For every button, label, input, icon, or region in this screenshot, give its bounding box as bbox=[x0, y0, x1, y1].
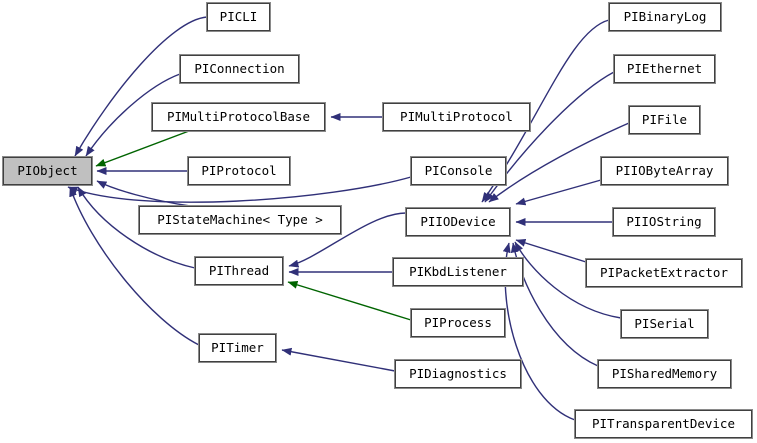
class-node-label: PIProtocol bbox=[201, 162, 277, 178]
class-node-piprocess[interactable]: PIProcess bbox=[410, 308, 506, 338]
inheritance-edge-pistatemachine-to-piobject bbox=[96, 180, 191, 207]
class-node-piconsole[interactable]: PIConsole bbox=[410, 156, 507, 186]
class-node-piprotocol[interactable]: PIProtocol bbox=[187, 156, 291, 186]
class-node-label: PIConsole bbox=[424, 162, 493, 178]
class-node-pikbdlistener[interactable]: PIKbdListener bbox=[392, 257, 524, 287]
inheritance-edge-piiodevice-to-pithread bbox=[288, 212, 407, 268]
class-node-pisharedmemory[interactable]: PISharedMemory bbox=[597, 359, 732, 389]
class-node-pipacketextractor[interactable]: PIPacketExtractor bbox=[585, 258, 743, 288]
class-node-piiobytearray[interactable]: PIIOByteArray bbox=[600, 156, 729, 186]
class-node-label: PIEthernet bbox=[626, 60, 703, 76]
class-node-label: PISerial bbox=[634, 315, 695, 331]
class-node-label: PIIOByteArray bbox=[615, 162, 714, 178]
class-node-piconnection[interactable]: PIConnection bbox=[179, 54, 300, 84]
class-node-piserial[interactable]: PISerial bbox=[620, 309, 709, 339]
inheritance-edge-pimultiprotocolbase-to-piobject bbox=[95, 130, 190, 167]
class-node-pimultiprotocol[interactable]: PIMultiProtocol bbox=[382, 102, 531, 132]
class-node-label: PIBinaryLog bbox=[623, 8, 707, 24]
inheritance-edge-pidiagnostics-to-pitimer bbox=[281, 347, 396, 372]
class-node-label: PITimer bbox=[211, 339, 264, 355]
class-node-pimultiprotocolbase[interactable]: PIMultiProtocolBase bbox=[151, 102, 326, 132]
class-node-label: PIObject bbox=[17, 162, 78, 178]
inheritance-edge-pitimer-to-piobject bbox=[69, 186, 200, 346]
inheritance-edge-pithread-to-piobject bbox=[77, 186, 196, 269]
class-node-label: PIProcess bbox=[424, 314, 492, 330]
inheritance-edge-piserial-to-piiodevice bbox=[514, 241, 622, 319]
class-node-label: PIDiagnostics bbox=[409, 365, 507, 381]
class-node-label: PIKbdListener bbox=[409, 263, 507, 279]
inheritance-edge-pipacketextractor-to-piiodevice bbox=[515, 239, 587, 263]
class-node-label: PIMultiProtocol bbox=[400, 108, 513, 124]
class-node-label: PIMultiProtocolBase bbox=[167, 108, 310, 124]
class-node-pidiagnostics[interactable]: PIDiagnostics bbox=[394, 359, 522, 389]
class-node-piethernet[interactable]: PIEthernet bbox=[613, 54, 716, 84]
class-node-pibinarylog[interactable]: PIBinaryLog bbox=[608, 2, 722, 32]
class-node-label: PIIODevice bbox=[420, 213, 496, 229]
inheritance-edge-pifile-to-piiodevice bbox=[488, 122, 630, 203]
inheritance-edge-piprocess-to-pithread bbox=[287, 280, 412, 321]
class-node-piobject[interactable]: PIObject bbox=[2, 156, 93, 186]
inheritance-edge-piconsole-to-piobject bbox=[67, 176, 412, 203]
class-node-pitimer[interactable]: PITimer bbox=[198, 333, 277, 363]
class-node-pistatemachine[interactable]: PIStateMachine< Type > bbox=[138, 205, 342, 235]
class-node-pitransparentdevice[interactable]: PITransparentDevice bbox=[574, 409, 753, 439]
class-node-label: PITransparentDevice bbox=[592, 415, 735, 431]
inheritance-edge-piconnection-to-piobject bbox=[85, 73, 181, 157]
inheritance-edge-picli-to-piobject bbox=[74, 16, 208, 157]
class-node-pifile[interactable]: PIFile bbox=[628, 105, 701, 135]
class-node-label: PIConnection bbox=[194, 60, 285, 76]
class-node-pithread[interactable]: PIThread bbox=[194, 256, 284, 286]
class-node-label: PIThread bbox=[208, 262, 270, 278]
class-node-label: PIIOString bbox=[626, 213, 702, 229]
class-node-picli[interactable]: PICLI bbox=[206, 2, 271, 32]
class-node-label: PIPacketExtractor bbox=[600, 264, 728, 280]
class-node-piiodevice[interactable]: PIIODevice bbox=[405, 207, 511, 237]
class-node-label: PIFile bbox=[641, 111, 688, 127]
class-node-label: PIStateMachine< Type > bbox=[157, 211, 323, 227]
class-node-label: PISharedMemory bbox=[611, 365, 718, 381]
inheritance-edge-pisharedmemory-to-piiodevice bbox=[510, 242, 599, 367]
class-node-piiostring[interactable]: PIIOString bbox=[612, 207, 716, 237]
class-node-label: PICLI bbox=[219, 8, 258, 24]
inheritance-edge-piiobytearray-to-piiodevice bbox=[515, 179, 602, 206]
